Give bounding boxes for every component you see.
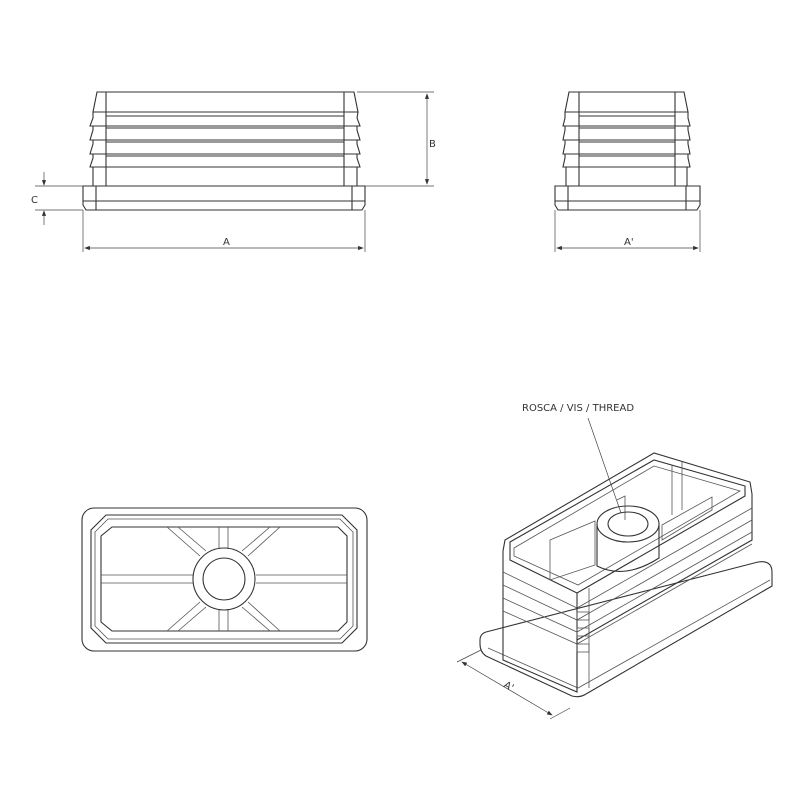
dim-a-prime-label: A' <box>624 237 634 248</box>
isometric-view: ROSCA / VIS / THREAD A' <box>456 403 773 720</box>
dim-a-label: A <box>223 237 230 248</box>
front-view: B C A <box>31 91 436 252</box>
bottom-view <box>81 507 368 652</box>
dim-c-label: C <box>31 195 38 206</box>
dim-iso-a-prime-label: A' <box>502 680 516 694</box>
side-view: A' <box>554 91 701 252</box>
dim-b-label: B <box>429 139 436 150</box>
thread-callout: ROSCA / VIS / THREAD <box>522 403 634 414</box>
